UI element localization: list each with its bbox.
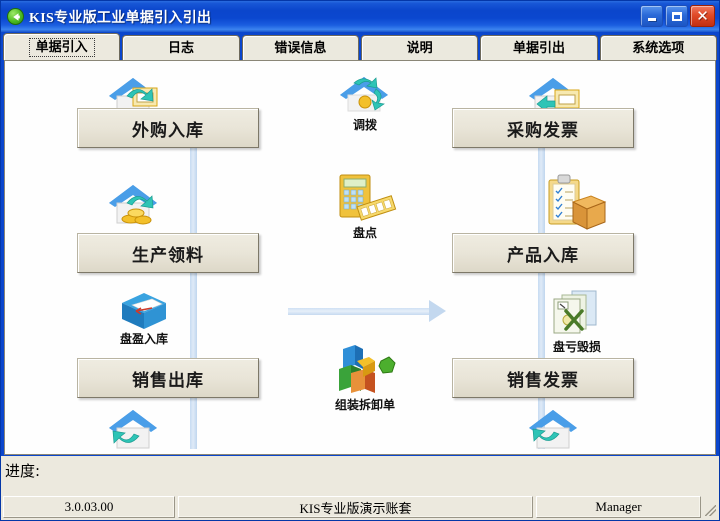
flow-button-label: 生产领料 — [132, 245, 204, 266]
flow-button-sales-outbound[interactable]: 销售出库 — [77, 358, 259, 398]
clipboard-box-icon — [543, 174, 607, 237]
progress-label: 进度: — [5, 462, 41, 480]
flow-node-inventory-loss[interactable]: 盘亏毁损 — [535, 289, 619, 355]
tab-label: 单据引入 — [28, 37, 95, 57]
flow-line-left — [190, 119, 197, 449]
tab-import-documents[interactable]: 单据引入 — [3, 33, 121, 60]
flow-node-label: 调拨 — [352, 118, 377, 132]
tab-error-info[interactable]: 错误信息 — [241, 35, 359, 60]
flow-button-sales-invoice[interactable]: 销售发票 — [452, 358, 634, 398]
calculator-icon — [339, 174, 397, 221]
minimize-button[interactable] — [640, 5, 663, 27]
tab-log[interactable]: 日志 — [122, 35, 240, 60]
flow-diagram-panel: 外购入库 生产领料 — [4, 60, 716, 455]
flow-button-production-requisition[interactable]: 生产领料 — [77, 233, 259, 273]
transfer-house-icon — [340, 77, 388, 112]
flow-button-label: 采购发票 — [507, 120, 579, 141]
status-bar: 3.0.03.00 KIS专业版演示账套 Manager — [1, 495, 719, 520]
tab-bar: 单据引入 日志 错误信息 说明 单据引出 系统选项 — [1, 32, 719, 60]
flow-node-transfer[interactable]: 调拨 — [323, 69, 407, 133]
flow-button-purchase-inbound[interactable]: 外购入库 — [77, 108, 259, 148]
flow-button-label: 外购入库 — [132, 120, 204, 141]
flow-button-label: 销售出库 — [132, 370, 204, 391]
tab-label: 日志 — [167, 40, 194, 56]
flow-node-label: 盘盈入库 — [119, 332, 168, 346]
window-controls: ✕ — [640, 5, 715, 27]
flow-line-right — [538, 119, 545, 449]
flow-button-label: 产品入库 — [507, 245, 579, 266]
window-title: KIS专业版工业单据引入引出 — [29, 10, 212, 26]
blocks-assembly-icon — [339, 345, 396, 393]
maximize-button[interactable] — [665, 5, 688, 27]
status-user: Manager — [536, 496, 701, 518]
status-version: 3.0.03.00 — [3, 496, 175, 518]
status-account-set: KIS专业版演示账套 — [178, 496, 533, 518]
flow-line-center — [288, 308, 436, 315]
content-area-wrapper: 外购入库 生产领料 — [1, 60, 719, 455]
flow-button-product-inbound[interactable]: 产品入库 — [452, 233, 634, 273]
warehouse-return-icon — [523, 404, 585, 454]
warehouse-coins-icon — [103, 179, 165, 232]
flow-button-label: 销售发票 — [507, 370, 579, 391]
close-icon: ✕ — [696, 6, 709, 25]
flow-node-label: 盘点 — [352, 226, 377, 240]
damaged-doc-icon — [553, 290, 597, 334]
flow-node-stock-count[interactable]: 盘点 — [323, 171, 407, 241]
tab-label: 错误信息 — [274, 40, 327, 56]
close-button[interactable]: ✕ — [690, 5, 715, 27]
open-box-in-icon — [122, 293, 166, 329]
minimize-icon — [647, 18, 656, 21]
title-bar: KIS专业版工业单据引入引出 ✕ — [1, 1, 719, 32]
back-arrow-circle-icon — [7, 8, 24, 25]
warehouse-out-icon — [103, 404, 165, 454]
tab-export-documents[interactable]: 单据引出 — [480, 35, 598, 60]
tab-label: 系统选项 — [632, 40, 685, 56]
resize-grip[interactable] — [704, 496, 718, 518]
maximize-icon — [671, 11, 682, 21]
flow-arrow-head — [429, 300, 446, 322]
flow-node-label: 组装拆卸单 — [334, 398, 395, 412]
tab-label: 说明 — [406, 40, 433, 56]
flow-node-inventory-gain-inbound[interactable]: 盘盈入库 — [108, 289, 180, 347]
flow-node-label: 盘亏毁损 — [552, 340, 601, 354]
tab-instructions[interactable]: 说明 — [360, 35, 479, 60]
progress-area: 进度: — [1, 455, 719, 495]
tab-label: 单据引出 — [512, 40, 565, 56]
flow-node-assembly-order[interactable]: 组装拆卸单 — [310, 339, 420, 413]
flow-button-purchase-invoice[interactable]: 采购发票 — [452, 108, 634, 148]
tab-system-options[interactable]: 系统选项 — [599, 35, 717, 60]
